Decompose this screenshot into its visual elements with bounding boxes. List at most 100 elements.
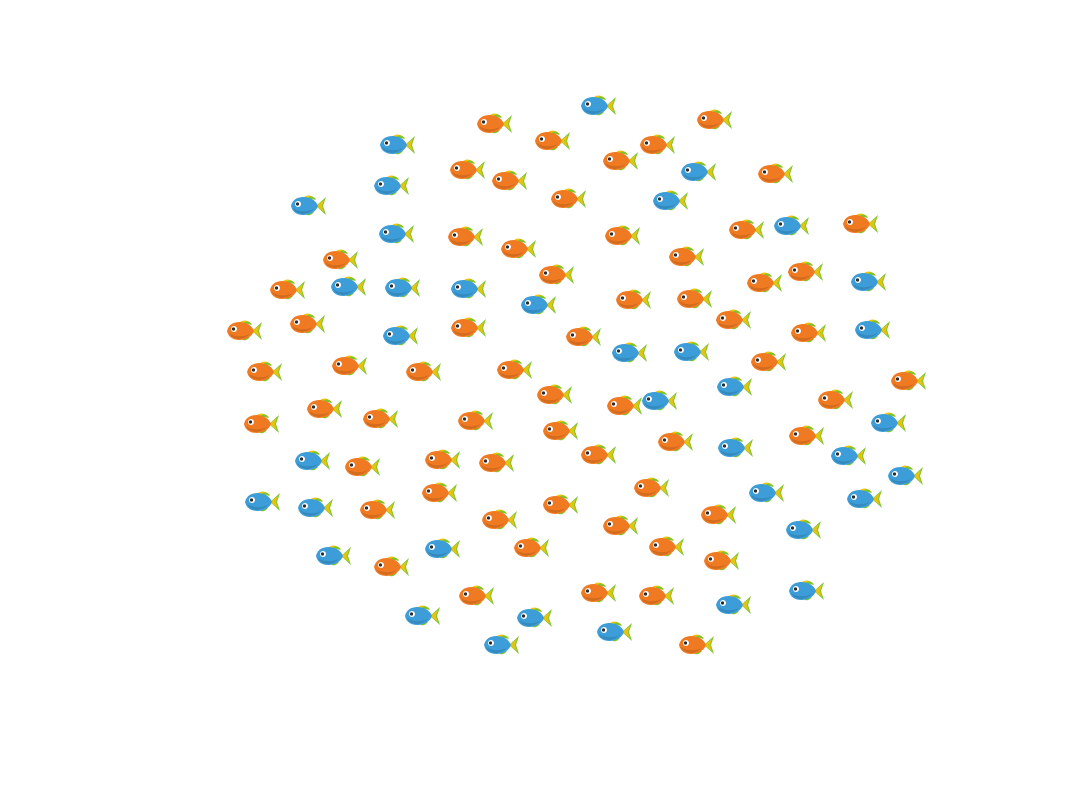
blue-fish[interactable]: [291, 195, 326, 216]
blue-fish[interactable]: [380, 134, 415, 155]
blue-fish[interactable]: [716, 594, 751, 615]
blue-fish[interactable]: [245, 491, 280, 512]
orange-fish[interactable]: [374, 556, 409, 577]
orange-fish[interactable]: [788, 261, 823, 282]
orange-fish[interactable]: [450, 159, 485, 180]
orange-fish[interactable]: [603, 150, 638, 171]
blue-fish[interactable]: [888, 465, 923, 486]
orange-fish[interactable]: [891, 370, 926, 391]
orange-fish[interactable]: [697, 109, 732, 130]
orange-fish[interactable]: [677, 288, 712, 309]
orange-fish[interactable]: [543, 494, 578, 515]
blue-fish[interactable]: [521, 294, 556, 315]
blue-fish[interactable]: [374, 175, 409, 196]
orange-fish[interactable]: [640, 134, 675, 155]
orange-fish[interactable]: [843, 213, 878, 234]
orange-fish[interactable]: [679, 634, 714, 655]
orange-fish[interactable]: [425, 449, 460, 470]
orange-fish[interactable]: [539, 264, 574, 285]
orange-fish[interactable]: [616, 289, 651, 310]
blue-fish[interactable]: [383, 325, 418, 346]
orange-fish[interactable]: [607, 395, 642, 416]
blue-fish[interactable]: [847, 488, 882, 509]
blue-fish[interactable]: [612, 342, 647, 363]
orange-fish[interactable]: [789, 425, 824, 446]
orange-fish[interactable]: [649, 536, 684, 557]
orange-fish[interactable]: [458, 410, 493, 431]
blue-fish[interactable]: [642, 390, 677, 411]
orange-fish[interactable]: [581, 444, 616, 465]
orange-fish[interactable]: [270, 279, 305, 300]
orange-fish[interactable]: [492, 170, 527, 191]
orange-fish[interactable]: [332, 355, 367, 376]
orange-fish[interactable]: [345, 456, 380, 477]
blue-fish[interactable]: [597, 621, 632, 642]
blue-fish[interactable]: [425, 538, 460, 559]
orange-fish[interactable]: [482, 509, 517, 530]
orange-fish[interactable]: [422, 482, 457, 503]
blue-fish[interactable]: [749, 482, 784, 503]
blue-fish[interactable]: [484, 634, 519, 655]
orange-fish[interactable]: [758, 163, 793, 184]
orange-fish[interactable]: [704, 550, 739, 571]
orange-fish[interactable]: [634, 477, 669, 498]
blue-fish[interactable]: [451, 278, 486, 299]
orange-fish[interactable]: [227, 320, 262, 341]
orange-fish[interactable]: [605, 225, 640, 246]
orange-fish[interactable]: [448, 226, 483, 247]
blue-fish[interactable]: [789, 580, 824, 601]
blue-fish[interactable]: [379, 223, 414, 244]
blue-fish[interactable]: [295, 450, 330, 471]
orange-fish[interactable]: [323, 249, 358, 270]
blue-fish[interactable]: [385, 277, 420, 298]
blue-fish[interactable]: [855, 319, 890, 340]
orange-fish[interactable]: [791, 322, 826, 343]
blue-fish[interactable]: [871, 412, 906, 433]
blue-fish[interactable]: [517, 607, 552, 628]
orange-fish[interactable]: [701, 504, 736, 525]
blue-fish[interactable]: [681, 161, 716, 182]
orange-fish[interactable]: [658, 431, 693, 452]
orange-fish[interactable]: [497, 359, 532, 380]
orange-fish[interactable]: [477, 113, 512, 134]
orange-fish[interactable]: [747, 272, 782, 293]
blue-fish[interactable]: [851, 271, 886, 292]
orange-fish[interactable]: [479, 452, 514, 473]
orange-fish[interactable]: [639, 585, 674, 606]
blue-fish[interactable]: [831, 445, 866, 466]
orange-fish[interactable]: [307, 398, 342, 419]
orange-fish[interactable]: [716, 309, 751, 330]
orange-fish[interactable]: [818, 389, 853, 410]
orange-fish[interactable]: [514, 537, 549, 558]
orange-fish[interactable]: [603, 515, 638, 536]
orange-fish[interactable]: [669, 246, 704, 267]
orange-fish[interactable]: [290, 313, 325, 334]
blue-fish[interactable]: [316, 545, 351, 566]
orange-fish[interactable]: [247, 361, 282, 382]
orange-fish[interactable]: [363, 408, 398, 429]
orange-fish[interactable]: [451, 317, 486, 338]
blue-fish[interactable]: [774, 215, 809, 236]
blue-fish[interactable]: [298, 497, 333, 518]
orange-fish[interactable]: [551, 188, 586, 209]
blue-fish[interactable]: [405, 605, 440, 626]
orange-fish[interactable]: [459, 585, 494, 606]
blue-fish[interactable]: [718, 437, 753, 458]
orange-fish[interactable]: [751, 351, 786, 372]
orange-fish[interactable]: [501, 238, 536, 259]
blue-fish[interactable]: [717, 376, 752, 397]
blue-fish[interactable]: [331, 276, 366, 297]
orange-fish[interactable]: [537, 384, 572, 405]
blue-fish[interactable]: [674, 341, 709, 362]
blue-fish[interactable]: [653, 190, 688, 211]
orange-fish[interactable]: [244, 413, 279, 434]
orange-fish[interactable]: [566, 326, 601, 347]
orange-fish[interactable]: [406, 361, 441, 382]
orange-fish[interactable]: [360, 499, 395, 520]
orange-fish[interactable]: [729, 219, 764, 240]
blue-fish[interactable]: [786, 519, 821, 540]
orange-fish[interactable]: [535, 130, 570, 151]
orange-fish[interactable]: [543, 420, 578, 441]
orange-fish[interactable]: [581, 582, 616, 603]
blue-fish[interactable]: [581, 95, 616, 116]
